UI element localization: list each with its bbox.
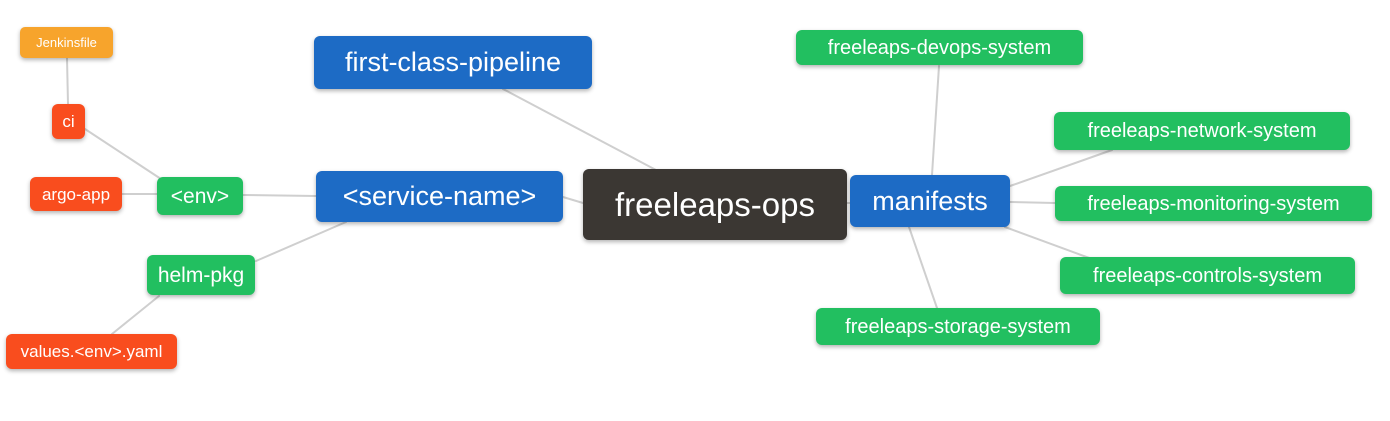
node-freeleaps-network-system[interactable]: freeleaps-network-system [1054,112,1350,150]
node-freeleaps-storage-system[interactable]: freeleaps-storage-system [816,308,1100,345]
edge-manifests-devops [931,65,940,176]
node-manifests-label: manifests [872,185,988,216]
node-helm-pkg[interactable]: helm-pkg [147,255,255,295]
node-service-name-label: <service-name> [342,181,537,211]
edge-values-helm-pkg [111,295,160,335]
node-freeleaps-controls-system-label: freeleaps-controls-system [1093,264,1322,287]
edge-manifests-monitoring [1009,201,1056,204]
node-first-class-pipeline[interactable]: first-class-pipeline [314,36,592,89]
node-freeleaps-ops-label: freeleaps-ops [615,186,815,223]
node-ci[interactable]: ci [52,104,85,139]
node-jenkinsfile-label: Jenkinsfile [36,35,97,50]
node-first-class-pipeline-label: first-class-pipeline [344,47,562,77]
node-freeleaps-controls-system[interactable]: freeleaps-controls-system [1060,257,1355,294]
node-jenkinsfile[interactable]: Jenkinsfile [20,27,113,58]
edge-manifests-storage [908,226,938,309]
node-argo-app-label: argo-app [41,184,111,204]
node-values-env-yaml-label: values.<env>.yaml [20,342,163,361]
node-argo-app[interactable]: argo-app [30,177,122,211]
node-freeleaps-network-system-label: freeleaps-network-system [1087,120,1317,142]
node-freeleaps-devops-system[interactable]: freeleaps-devops-system [796,30,1083,65]
node-freeleaps-monitoring-system[interactable]: freeleaps-monitoring-system [1055,186,1372,221]
node-freeleaps-storage-system-label: freeleaps-storage-system [845,315,1071,338]
node-freeleaps-ops[interactable]: freeleaps-ops [583,169,847,240]
edge-jenkinsfile-ci [66,57,69,105]
node-freeleaps-devops-system-label: freeleaps-devops-system [827,36,1052,59]
edge-pipeline-freeleaps-ops [502,88,657,171]
edge-ci-env [84,128,162,180]
edge-service-name-freeleaps-ops [562,196,584,204]
node-env[interactable]: <env> [157,177,243,215]
edge-helm-pkg-service-name [255,221,347,262]
node-service-name[interactable]: <service-name> [316,171,563,222]
edge-env-service-name [242,194,317,197]
node-manifests[interactable]: manifests [850,175,1010,227]
node-env-label: <env> [170,184,230,208]
node-helm-pkg-label: helm-pkg [157,263,245,287]
node-freeleaps-monitoring-system-label: freeleaps-monitoring-system [1087,192,1340,215]
edge-manifests-controls [1004,226,1093,260]
node-ci-label: ci [62,112,75,131]
edge-manifests-network [1009,149,1113,187]
node-values-env-yaml[interactable]: values.<env>.yaml [6,334,177,369]
